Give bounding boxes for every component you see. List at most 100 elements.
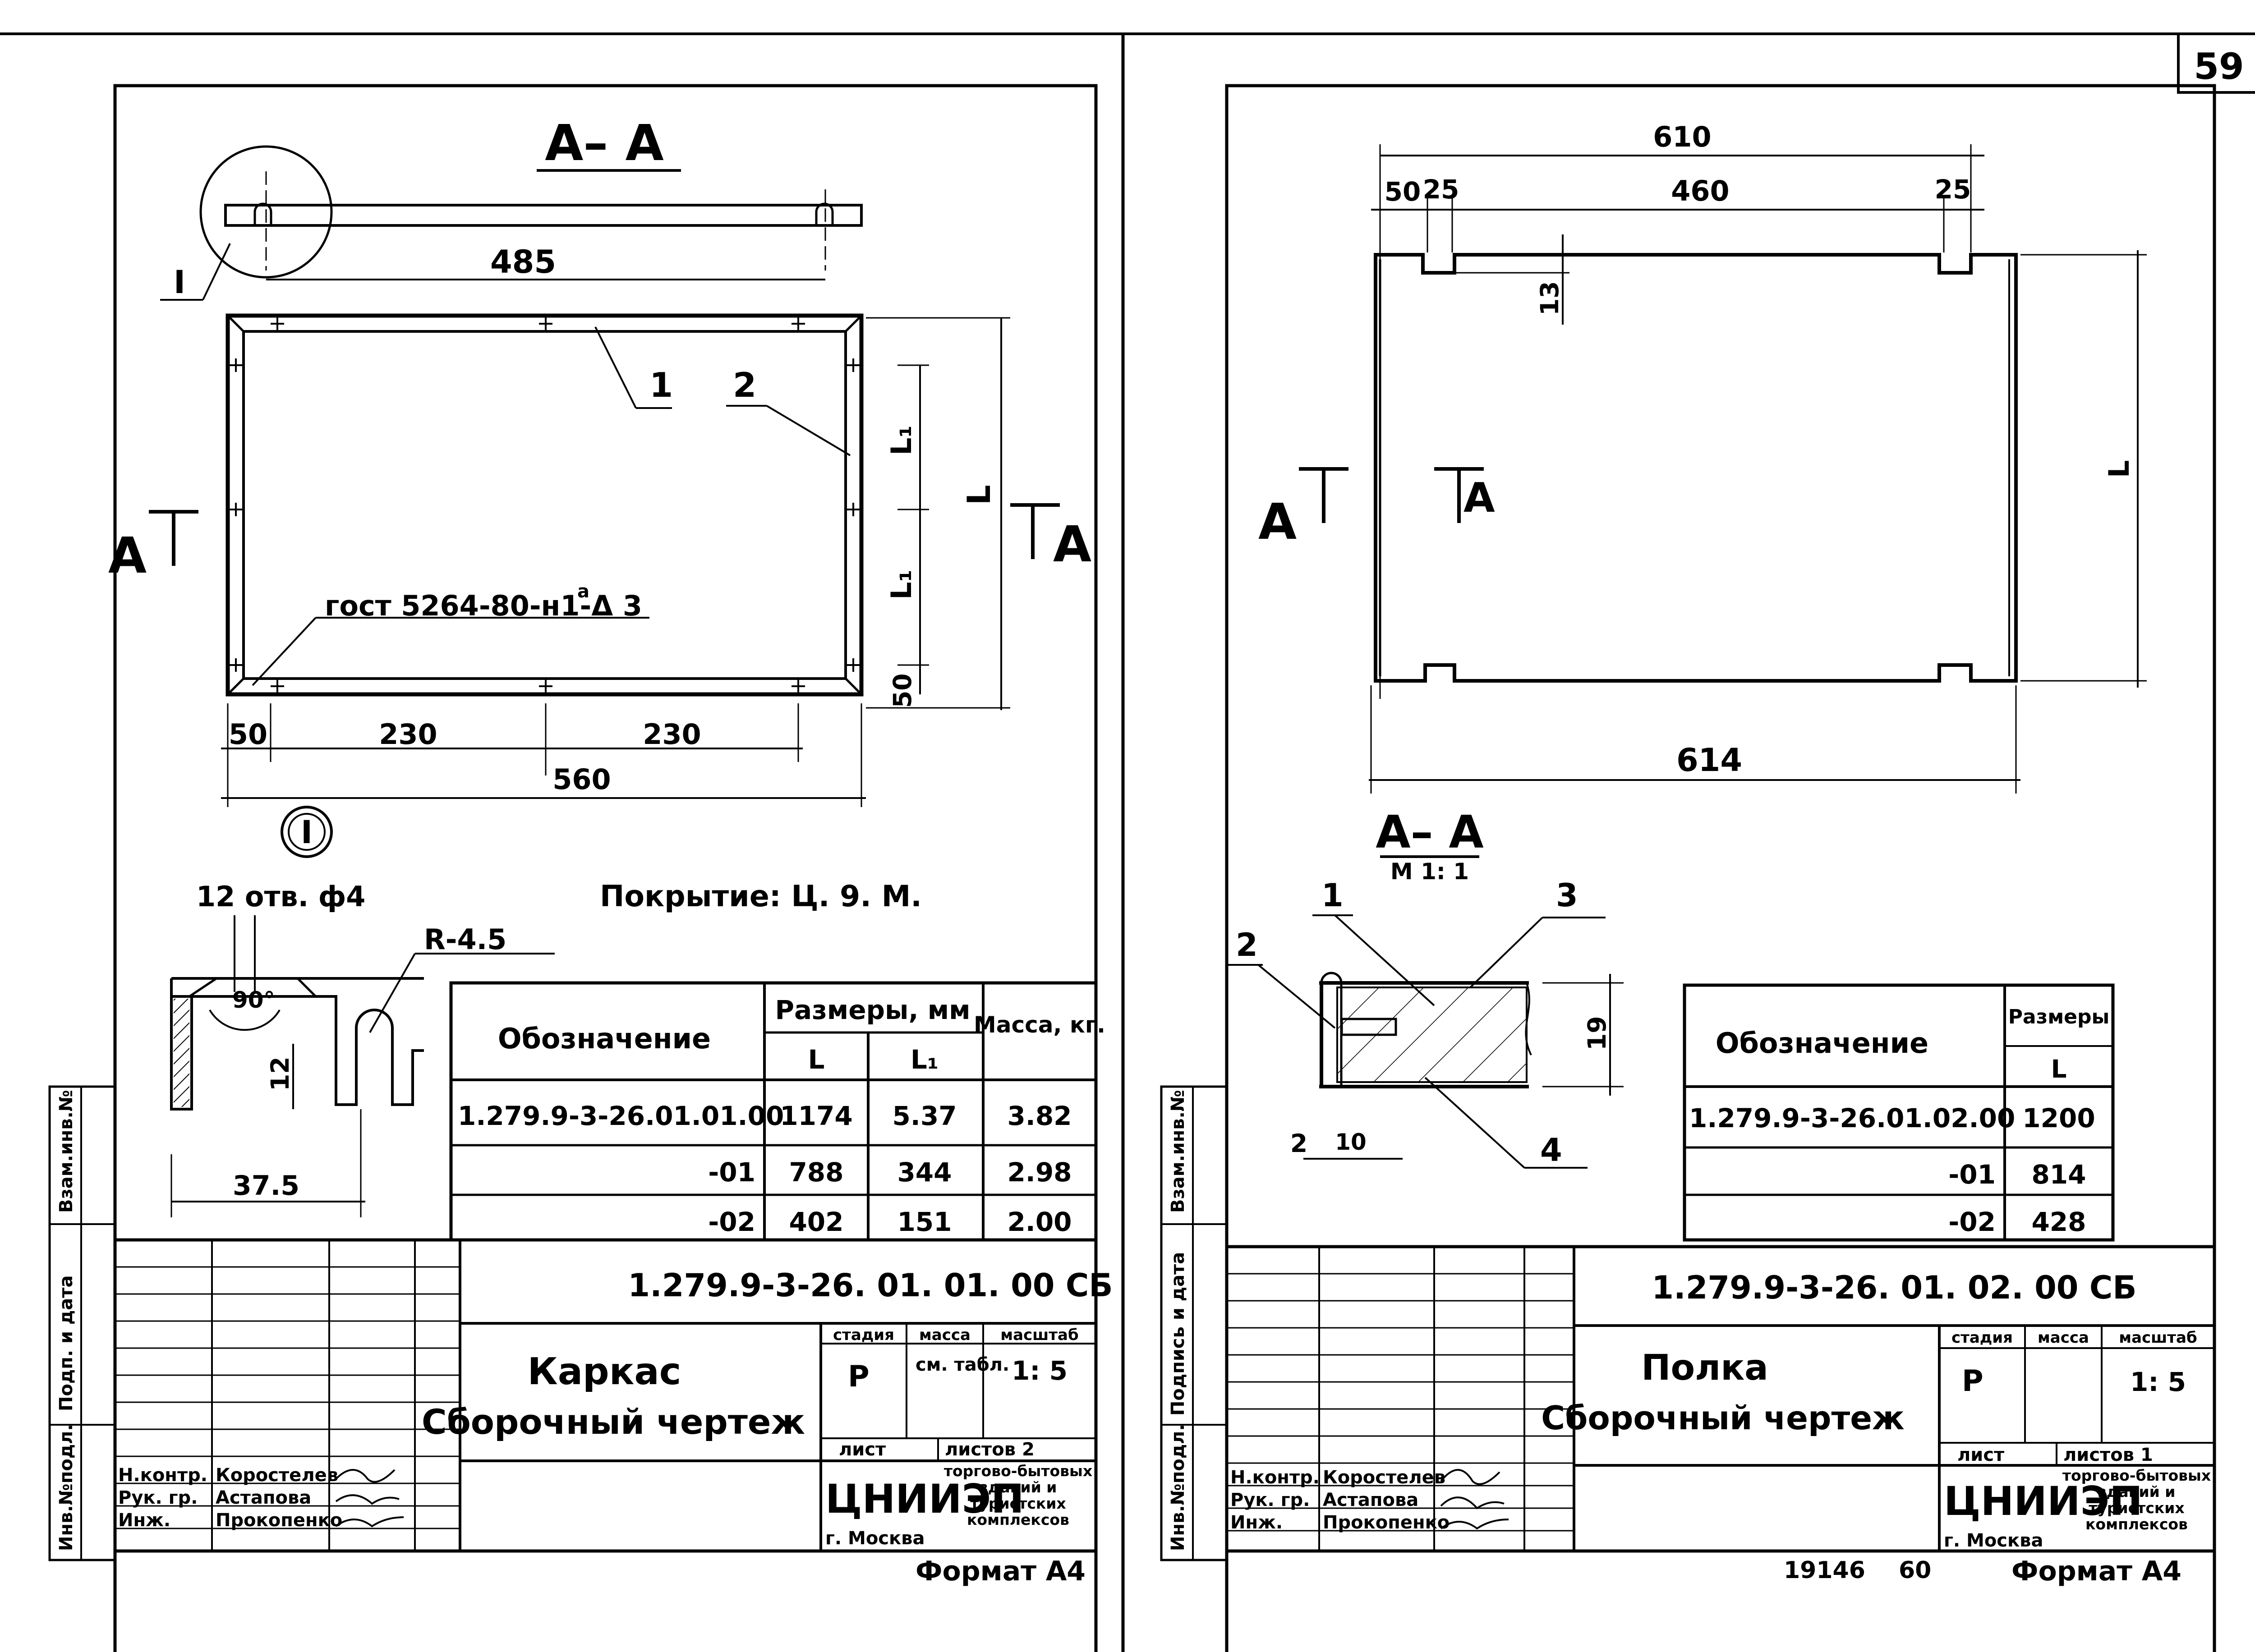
r-person-3: Прокопенко [1323, 1512, 1450, 1533]
archive-number: 19146 [1784, 1557, 1865, 1584]
section-arrow-right [1010, 503, 1060, 559]
dim-25-right: 25 [1935, 174, 1971, 205]
detail-marker-label: I [174, 264, 185, 301]
detail-marker-circle [281, 806, 333, 858]
page-number-box [2177, 32, 2255, 94]
detail-circle [199, 145, 333, 279]
miter-tl [227, 315, 244, 332]
row2-mass: 2.98 [1007, 1157, 1072, 1188]
r-title-name1: Полка [1641, 1348, 1768, 1388]
th-scale: масштаб [1000, 1326, 1078, 1344]
r-title-name2: Сборочный чертеж [1541, 1399, 1904, 1437]
r-sheet-label: лист [1957, 1445, 2005, 1465]
sheet-ref: 60 [1899, 1557, 1931, 1584]
side-label-inv: Инв.№подл. [56, 1424, 77, 1551]
stage-value: Р [848, 1360, 870, 1394]
r-callout4-leader [1424, 1077, 1525, 1169]
shelf-outline [1374, 253, 2018, 683]
coating-note: Покрытие: Ц. 9. М. [600, 880, 922, 913]
detail-profile-hatch [174, 999, 189, 1107]
dim-25-left: 25 [1423, 174, 1459, 205]
callout2-leader [766, 405, 851, 456]
dim-614: 614 [1676, 742, 1742, 779]
dim-610: 610 [1653, 120, 1711, 153]
r-role-2: Рук. гр. [1230, 1490, 1310, 1510]
th-stage: стадия [833, 1326, 894, 1344]
frame-inner [242, 330, 847, 680]
r-th-stage: стадия [1951, 1329, 2013, 1347]
left-sheet: Инв.№подл. Подп. и дата Взам.инв.№ А– А … [48, 84, 1113, 1652]
row3-mass: 2.00 [1007, 1207, 1072, 1237]
r-section-arrow-right-label: А [1463, 474, 1495, 522]
row1-designation: 1.279.9-3-26.01.01.00 [458, 1101, 784, 1131]
r-callout3-leader [1469, 917, 1543, 988]
person-1: Коростелев [216, 1465, 338, 1486]
dim-L-right: L [2103, 460, 2135, 478]
dim-50-vertical: 50 [888, 673, 917, 708]
r-th-mass: масса [2038, 1329, 2089, 1347]
r-org-city: г. Москва [1944, 1530, 2043, 1551]
title-name2: Сборочный чертеж [422, 1402, 805, 1442]
dim-10: 10 [1335, 1129, 1367, 1155]
title-block-right: 1.279.9-3-26. 01. 02. 00 СБ Полка Сбороч… [1225, 1245, 2216, 1553]
th-designation: Обозначение [498, 1022, 711, 1055]
r-person-2: Астапова [1323, 1490, 1418, 1510]
r-doc-code: 1.279.9-3-26. 01. 02. 00 СБ [1652, 1269, 2136, 1306]
r-side-label-inv: Инв.№подл. [1168, 1424, 1188, 1551]
section-inlay [1340, 1018, 1397, 1036]
org-desc-box: торгово-бытовых зданий и туристских комп… [944, 1463, 1092, 1528]
dim-L1-lower: L₁ [885, 569, 918, 600]
person-3: Прокопенко [216, 1510, 342, 1531]
r-row2-L: 814 [2031, 1159, 2086, 1190]
r-th-scale: масштаб [2119, 1329, 2197, 1347]
countersink [189, 977, 317, 998]
format-label: Формат А4 [916, 1556, 1086, 1587]
dim-holes: 12 отв. ф4 [196, 880, 365, 913]
miter-tr [845, 315, 862, 332]
row3-designation: -02 [708, 1207, 755, 1237]
dim-angle: 90° [232, 987, 275, 1013]
dim-radius: R-4.5 [424, 923, 506, 956]
section-profile [1319, 981, 1529, 1088]
detail-bend [316, 995, 424, 1106]
person-2: Астапова [216, 1487, 311, 1508]
profile-notch-left [253, 202, 272, 225]
th-mass2: масса [919, 1326, 971, 1344]
org-name: ЦНИИЭП [825, 1476, 1024, 1522]
frame-outer [226, 313, 864, 697]
r-callout-4: 4 [1540, 1132, 1562, 1169]
signatures [335, 1469, 404, 1528]
side-label-replace: Взам.инв.№ [56, 1090, 77, 1213]
page-number: 59 [2194, 46, 2244, 87]
break-line [1525, 982, 1532, 1055]
r-sheets-label: листов 1 [2063, 1445, 2153, 1465]
th-L1: L₁ [911, 1044, 939, 1075]
title-name1: Каркас [528, 1350, 681, 1393]
r-section-title: А– А [1376, 806, 1484, 858]
r-role-1: Н.контр. [1230, 1467, 1320, 1488]
section-arrow-right-label: А [1053, 515, 1091, 573]
scale-value: 1: 5 [1012, 1355, 1068, 1386]
detail-profile [170, 977, 424, 1111]
row2-designation: -01 [708, 1157, 755, 1188]
angle-arc [209, 1009, 281, 1031]
r-th-L: L [2051, 1055, 2066, 1083]
doc-code: 1.279.9-3-26. 01. 01. 00 СБ [628, 1267, 1113, 1304]
r-person-1: Коростелев [1323, 1467, 1445, 1488]
row3-L1: 151 [897, 1207, 952, 1237]
r-row3-designation: -02 [1948, 1207, 1996, 1237]
section-lip [1320, 972, 1343, 1087]
dim-230-b: 230 [643, 718, 701, 751]
r-org-desc-box: торгово-бытовых зданий и туристских комп… [2062, 1468, 2211, 1533]
row1-mass: 3.82 [1007, 1101, 1072, 1131]
r-section-arrow-left [1299, 467, 1348, 523]
r-callout2-leader [1257, 964, 1336, 1029]
sheets-label: листов 2 [945, 1439, 1035, 1460]
r-org-name: ЦНИИЭП [1944, 1478, 2143, 1524]
r-row1-designation: 1.279.9-3-26.01.02.00 [1689, 1103, 2015, 1133]
r-row2-designation: -01 [1948, 1159, 1996, 1190]
r-callout1-leader [1334, 914, 1435, 1006]
th-L: L [808, 1044, 825, 1075]
row3-L: 402 [789, 1207, 843, 1237]
